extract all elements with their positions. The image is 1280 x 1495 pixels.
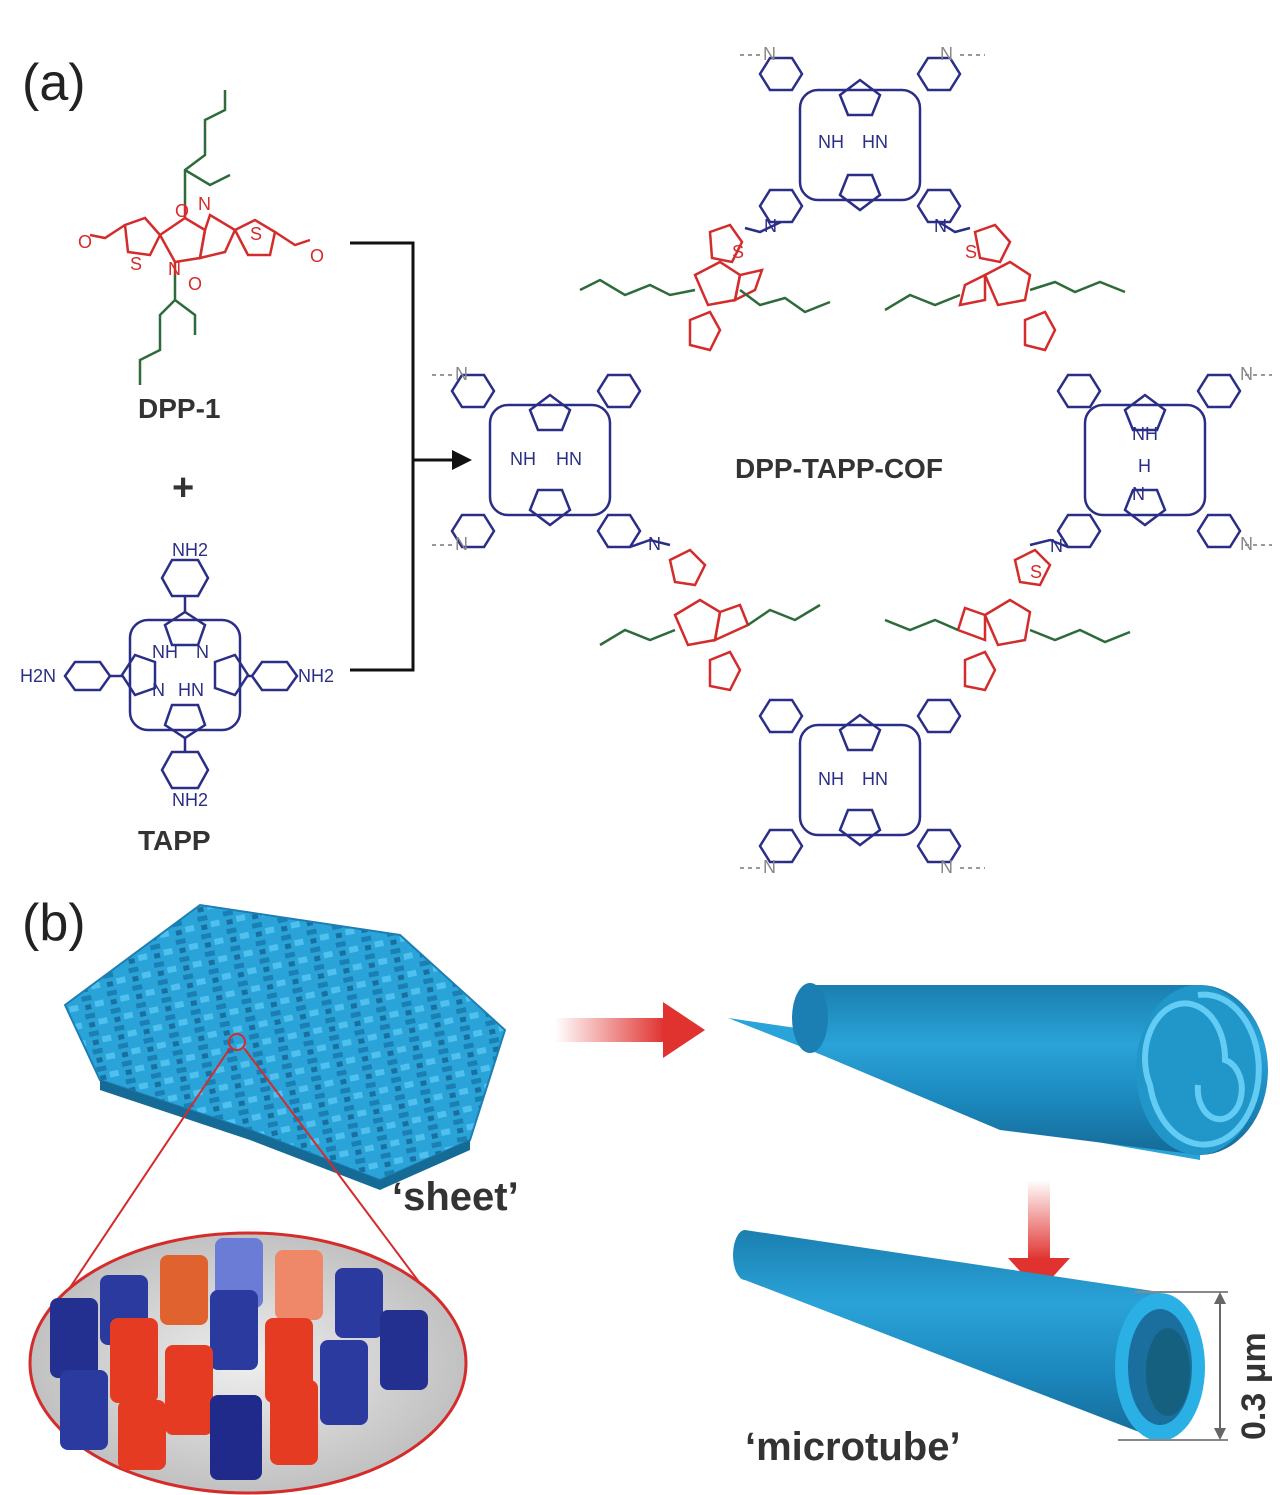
atom-nh2-right: NH2 <box>298 666 334 686</box>
tapp-label: TAPP <box>138 825 211 856</box>
atom-n-ext-8: N <box>940 857 953 877</box>
atom-n-bottom: N <box>168 259 181 279</box>
atom-nh-left-node: NH <box>510 449 536 469</box>
microtube <box>733 1230 1205 1441</box>
atom-s-br: S <box>1030 562 1042 582</box>
atom-n-tl: N <box>764 216 777 236</box>
atom-nh-inner: NH <box>152 642 178 662</box>
atom-nh-bottom-node: NH <box>818 769 844 789</box>
panel-b-label: (b) <box>22 894 86 952</box>
reaction-arrow <box>350 241 472 672</box>
atom-s-tl: S <box>732 242 744 262</box>
tapp-structure: NH2 NH2 H2N NH2 NH N N HN <box>20 540 334 810</box>
atom-hn-inner: HN <box>178 680 204 700</box>
atom-n-bl: N <box>648 534 661 554</box>
atom-n-top: N <box>198 194 211 214</box>
atom-nh-right-node: NH <box>1132 424 1158 444</box>
rolling-sheet <box>728 983 1268 1160</box>
atom-s-tr: S <box>965 242 977 262</box>
atom-n-inner-bottom: N <box>152 680 165 700</box>
atom-n-ext-5: N <box>1240 364 1253 384</box>
porphyrin-node-left: NH HN <box>450 373 642 549</box>
atom-n-ext-4: N <box>455 534 468 554</box>
transform-arrow-right <box>555 1002 705 1058</box>
cof-label: DPP-TAPP-COF <box>735 453 943 484</box>
atom-o-aldehyde-left: O <box>78 232 92 252</box>
atom-h2n-left: H2N <box>20 666 56 686</box>
atom-hn-top-node: HN <box>862 132 888 152</box>
panel-a-label: (a) <box>22 54 86 112</box>
atom-h-right-node: H <box>1138 456 1151 476</box>
atom-o-top: O <box>175 201 189 221</box>
porphyrin-node-right: NH H N <box>1056 373 1242 549</box>
sheet-label: ‘sheet’ <box>392 1175 519 1219</box>
magnified-cof-lens <box>28 1231 468 1495</box>
porphyrin-node-bottom: NH HN <box>758 698 962 864</box>
porphyrin-node-top: NH HN <box>758 56 962 224</box>
atom-nh-top-node: NH <box>818 132 844 152</box>
dpp-1-structure: O O N N S S O O <box>78 90 324 385</box>
cof-structure: NH HN NH HN NH H N <box>432 44 1272 877</box>
scale-label: 0.3 μm <box>1235 1332 1273 1440</box>
plus-sign: + <box>172 467 194 509</box>
dpp-linker-bottom-right: S N <box>884 536 1131 692</box>
microtube-label: ‘microtube’ <box>745 1425 961 1469</box>
dpp-1-label: DPP-1 <box>138 393 220 424</box>
stacked-columns <box>50 1238 428 1480</box>
atom-o-aldehyde-right: O <box>310 246 324 266</box>
atom-n-inner-top: N <box>196 642 209 662</box>
dpp-linker-top-right: S N <box>884 216 1126 352</box>
cof-sheet <box>54 903 507 1311</box>
atom-hn-left-node: HN <box>556 449 582 469</box>
atom-n-ext-1: N <box>763 44 776 64</box>
atom-n-right-node: N <box>1132 484 1145 504</box>
atom-o-bottom: O <box>188 274 202 294</box>
atom-s-left: S <box>130 254 142 274</box>
atom-n-ext-2: N <box>940 44 953 64</box>
atom-n-ext-7: N <box>763 857 776 877</box>
atom-nh2-top: NH2 <box>172 540 208 560</box>
atom-s-right: S <box>250 224 262 244</box>
atom-nh2-bottom: NH2 <box>172 790 208 810</box>
atom-n-br: N <box>1050 536 1063 556</box>
dpp-linker-bottom-left: N <box>599 534 821 692</box>
atom-n-ext-6: N <box>1240 534 1253 554</box>
scale-bar <box>1118 1291 1228 1441</box>
atom-n-tr: N <box>934 216 947 236</box>
atom-n-ext-3: N <box>455 364 468 384</box>
dpp-linker-top-left: S N <box>579 216 831 352</box>
atom-hn-bottom-node: HN <box>862 769 888 789</box>
